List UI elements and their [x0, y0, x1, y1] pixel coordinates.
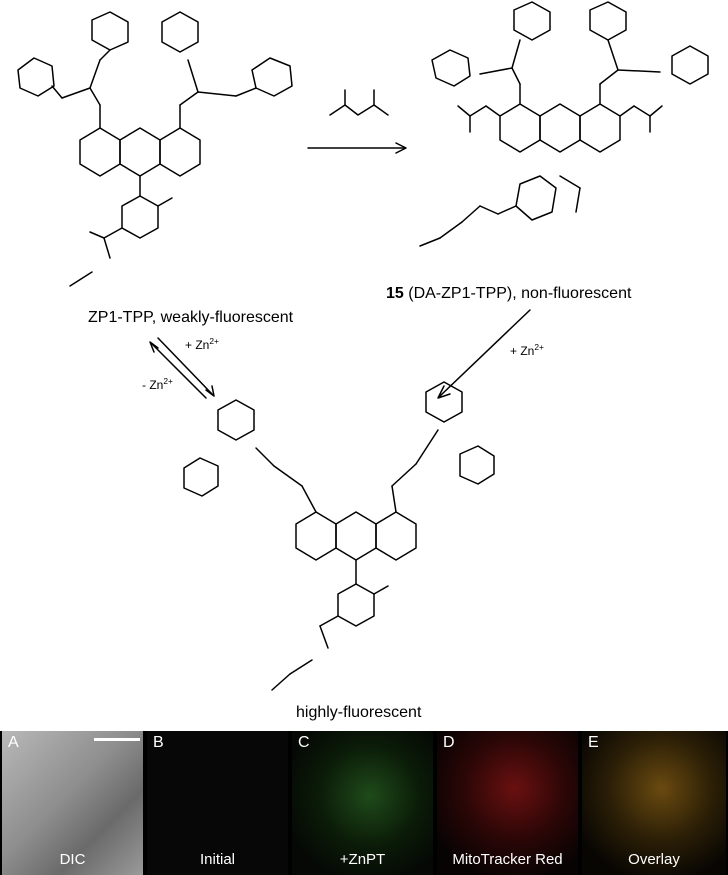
plus-zn-label-right: + Zn2+: [510, 342, 544, 358]
panel-a: A DIC: [2, 731, 143, 875]
panel-d-letter: D: [443, 734, 455, 751]
zn-charge-right-plus: 2+: [534, 342, 544, 352]
da-zp1-tpp-label-text: (DA-ZP1-TPP), non-fluorescent: [403, 285, 632, 302]
panel-b: B Initial: [147, 731, 288, 875]
reaction-arrows: [149, 89, 531, 399]
zn-charge-left-plus: 2+: [209, 336, 219, 346]
panel-d-caption: MitoTracker Red: [452, 851, 563, 868]
panel-e: E Overlay: [582, 731, 726, 875]
highly-fluorescent-label: highly-fluorescent: [296, 704, 421, 722]
zp1-tpp-label-text: ZP1-TPP, weakly-fluorescent: [88, 309, 294, 326]
panel-b-letter: B: [153, 734, 164, 751]
minus-zn-text: - Zn: [142, 378, 164, 392]
panel-e-caption: Overlay: [628, 851, 680, 868]
zn-complex-structure: [183, 381, 495, 691]
panel-a-caption: DIC: [59, 851, 86, 868]
plus-zn-right-text: + Zn: [510, 344, 535, 358]
panel-c: C +ZnPT: [292, 731, 433, 875]
compound-number: 15: [386, 285, 404, 302]
plus-zn-left-text: + Zn: [185, 338, 210, 352]
da-zp1-tpp-structure: [419, 1, 709, 247]
scale-bar: [94, 738, 140, 741]
panel-c-letter: C: [298, 734, 310, 751]
zp1-tpp-structure: [17, 11, 293, 287]
plus-zn-label-left: + Zn2+: [185, 336, 219, 352]
zp1-tpp-label: ZP1-TPP, weakly-fluorescent: [88, 309, 293, 327]
panel-b-caption: Initial: [199, 851, 236, 868]
da-zp1-tpp-label: 15 (DA-ZP1-TPP), non-fluorescent: [386, 285, 631, 303]
panel-c-caption: +ZnPT: [339, 851, 386, 868]
reaction-scheme: [17, 1, 709, 691]
minus-zn-label: - Zn2+: [142, 376, 173, 392]
microscopy-panels: A DIC B Initial C +ZnPT D MitoTracker Re…: [0, 731, 728, 875]
highly-fluorescent-text: highly-fluorescent: [296, 704, 422, 721]
zn-charge-minus: 2+: [163, 376, 173, 386]
panel-a-letter: A: [8, 734, 19, 751]
panel-e-letter: E: [588, 734, 599, 751]
panel-d: D MitoTracker Red: [437, 731, 578, 875]
